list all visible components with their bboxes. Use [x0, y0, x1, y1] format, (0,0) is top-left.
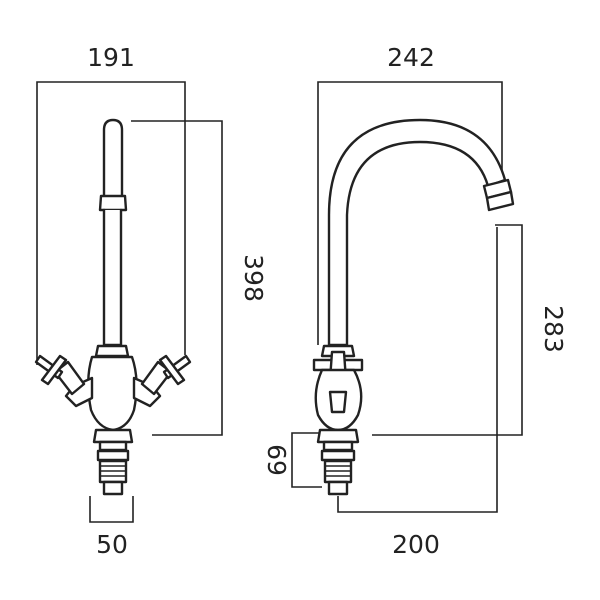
dimension-side-width: 242	[317, 43, 503, 345]
side-reach-label: 200	[392, 530, 440, 559]
side-faucet	[312, 118, 515, 496]
side-height-label: 283	[539, 305, 568, 353]
side-view: 242 283 69 200	[262, 43, 568, 559]
front-height-label: 398	[239, 254, 268, 302]
side-base-height-label: 69	[262, 444, 291, 476]
dimension-front-width: 191	[36, 43, 186, 365]
dimension-side-base-height: 69	[262, 432, 322, 488]
dimension-front-height: 398	[131, 120, 268, 436]
dimension-side-reach: 200	[337, 227, 498, 559]
front-faucet	[34, 118, 192, 496]
front-base-label: 50	[96, 530, 128, 559]
front-view: 191 398 50	[34, 43, 268, 559]
dimension-side-height: 283	[372, 224, 568, 436]
front-width-label: 191	[87, 43, 135, 72]
dimension-front-base: 50	[89, 496, 134, 559]
side-width-label: 242	[387, 43, 435, 72]
